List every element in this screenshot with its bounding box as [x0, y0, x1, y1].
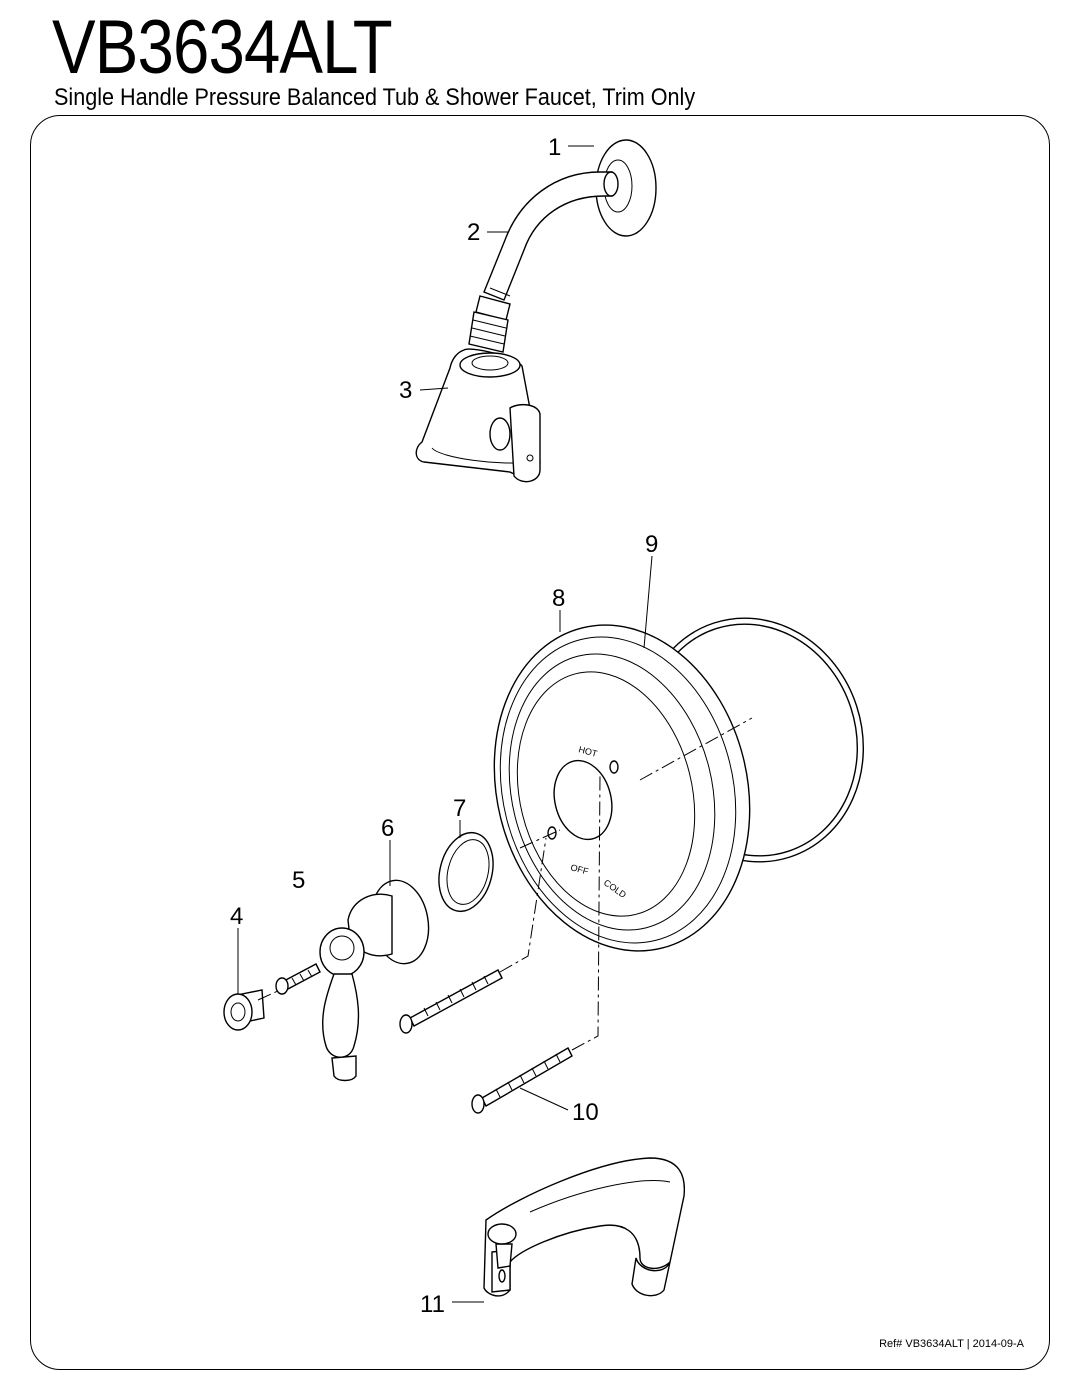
mounting-screw-lower: [471, 1047, 573, 1114]
tub-spout: [483, 1157, 686, 1297]
handle-base: [347, 879, 430, 965]
callout-5: 5: [292, 867, 305, 894]
product-description: Single Handle Pressure Balanced Tub & Sh…: [54, 84, 696, 111]
callout-10: 10: [572, 1099, 599, 1126]
hot-marking: HOT: [577, 744, 598, 759]
callout-2: 2: [467, 219, 480, 246]
mounting-screw-upper: [399, 969, 503, 1034]
reference-number: Ref# VB3634ALT | 2014-09-A: [879, 1338, 1024, 1350]
off-marking: OFF: [569, 862, 589, 876]
shower-arm: [483, 171, 619, 301]
handle-seal-ring: [438, 831, 494, 913]
callout-1: 1: [548, 134, 561, 161]
index-button: [223, 989, 265, 1031]
shower-head: [415, 295, 541, 483]
callout-3: 3: [399, 377, 412, 404]
model-number: VB3634ALT: [52, 5, 393, 90]
diagram-frame: [30, 115, 1050, 1370]
escutcheon-plate: HOT OFF COLD: [493, 624, 751, 952]
callout-8: 8: [552, 585, 565, 612]
callout-4: 4: [230, 903, 243, 930]
callout-7: 7: [453, 795, 466, 822]
leader-lines: [237, 145, 653, 1303]
callout-11: 11: [420, 1291, 445, 1318]
callout-6: 6: [381, 815, 394, 842]
lever-handle: [319, 927, 365, 1082]
callout-9: 9: [645, 531, 658, 558]
handle-screw: [275, 963, 321, 995]
